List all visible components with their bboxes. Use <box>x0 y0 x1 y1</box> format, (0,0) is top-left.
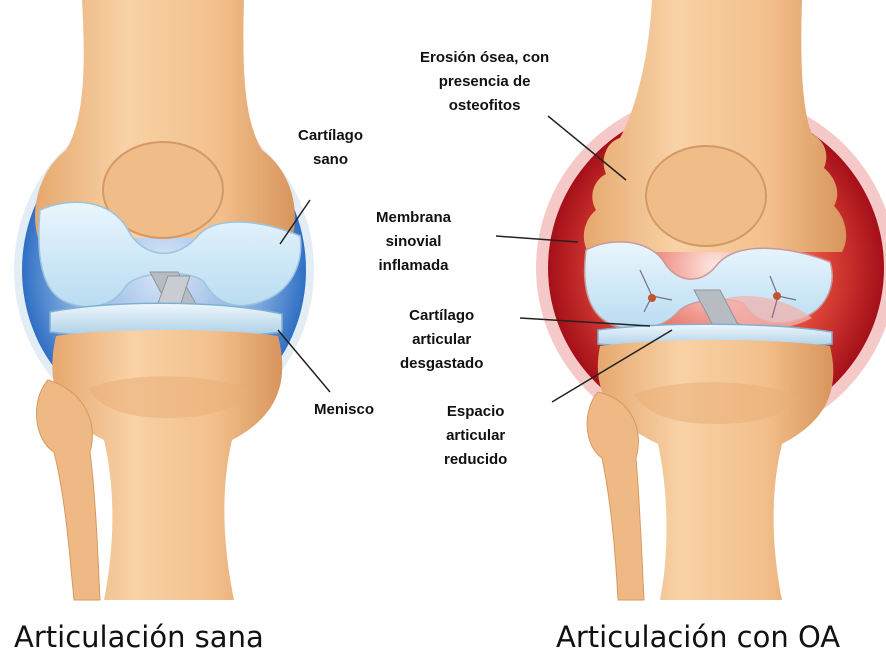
label-erosion-osea: Erosión ósea, con presencia de osteofito… <box>420 46 549 118</box>
label-line: osteofitos <box>420 94 549 118</box>
oa-joint <box>536 0 886 600</box>
healthy-joint <box>14 0 314 600</box>
label-espacio-articular: Espacio articular reducido <box>444 400 507 472</box>
label-line: sinovial <box>376 230 451 254</box>
label-cartilago-desgastado: Cartílago articular desgastado <box>400 304 483 376</box>
oa-lesion-dot <box>648 294 656 302</box>
caption-oa-joint: Articulación con OA <box>556 620 840 654</box>
label-cartilago-sano: Cartílago sano <box>298 124 363 172</box>
label-menisco: Menisco <box>314 398 374 422</box>
oa-lesion-dot-2 <box>773 292 781 300</box>
label-membrana-sinovial: Membrana sinovial inflamada <box>376 206 451 278</box>
label-line: Cartílago <box>298 124 363 148</box>
caption-healthy-joint: Articulación sana <box>14 620 264 654</box>
label-line: Cartílago <box>400 304 483 328</box>
label-line: articular <box>400 328 483 352</box>
label-line: Membrana <box>376 206 451 230</box>
label-line: sano <box>298 148 363 172</box>
label-line: desgastado <box>400 352 483 376</box>
label-line: articular <box>444 424 507 448</box>
label-line: reducido <box>444 448 507 472</box>
oa-fibula <box>587 392 644 600</box>
label-line: Espacio <box>444 400 507 424</box>
label-line: Erosión ósea, con <box>420 46 549 70</box>
label-line: presencia de <box>420 70 549 94</box>
oa-patella <box>646 146 766 246</box>
label-line: inflamada <box>376 254 451 278</box>
label-line: Menisco <box>314 398 374 422</box>
